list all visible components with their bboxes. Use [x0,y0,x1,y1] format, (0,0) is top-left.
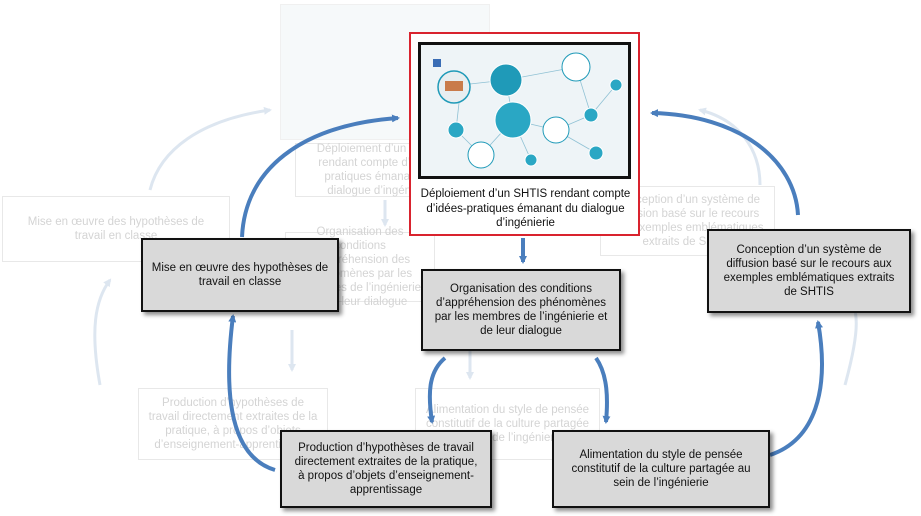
bubble-small-1 [583,107,599,123]
bubble-small-2 [609,78,623,92]
network-graphic [433,52,623,169]
box-conception: Conception d’un système de diffusion bas… [707,229,911,313]
bubble-small-3 [588,145,604,161]
box-mise-en-oeuvre: Mise en œuvre des hypothèses de travail … [141,238,339,312]
box-organisation: Organisation des conditions d’appréhensi… [421,269,621,351]
box-production: Production d’hypothèses de travail direc… [280,430,492,508]
arrow-conception-to-top [650,109,800,216]
box-alimentation: Alimentation du style de pensée constitu… [552,430,770,508]
bubble-main [489,63,523,97]
arrow-mise-to-top [240,114,400,238]
shtis-panel: Déploiement d’un SHTIS rendant compte d’… [409,32,640,236]
shtis-image [418,42,631,179]
house-icon [433,59,441,67]
arrow-production-to-mise [227,314,276,472]
bubble-small-4 [524,153,538,167]
arrow-organisation-to-alimentation [594,356,611,424]
ghost-arrow-left [93,278,112,386]
arrow-organisation-to-production [427,356,447,424]
bubble-left [447,121,465,139]
bubble-top-right [561,52,591,82]
ghost-arrow-top-left [148,106,272,191]
bubble-bottom [467,141,495,169]
shtis-caption: Déploiement d’un SHTIS rendant compte d’… [420,188,631,229]
bubble-right [542,116,570,144]
arrow-alimentation-to-conception [769,320,824,457]
bubble-center [494,101,532,139]
